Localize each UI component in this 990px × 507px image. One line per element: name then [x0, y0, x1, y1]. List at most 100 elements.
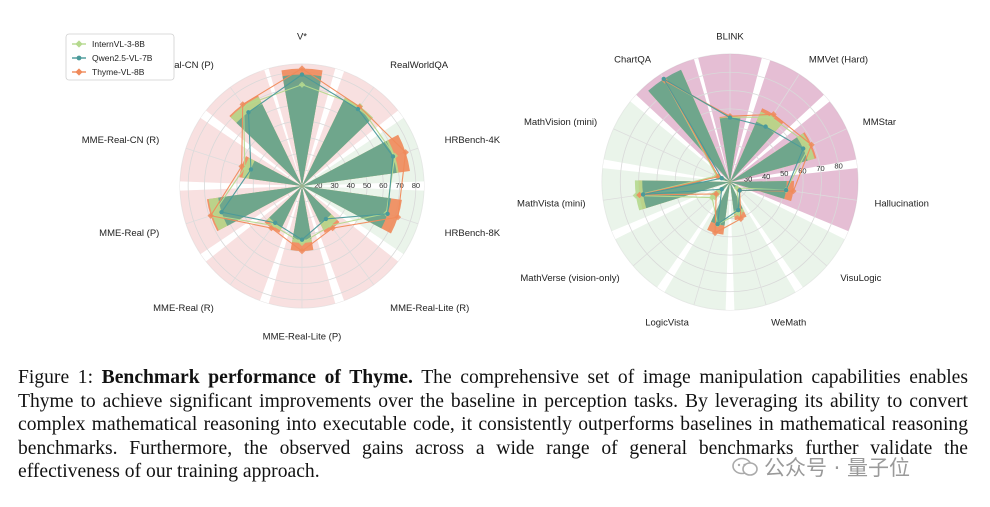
sector-gap: [302, 68, 345, 186]
wechat-logo-icon: [732, 457, 758, 476]
point-thyme-vl-8b: [394, 213, 402, 221]
point-qwen2-5-vl-7b: [323, 216, 329, 222]
radial-tick-label: 80: [412, 181, 420, 190]
sector-gap: [630, 94, 730, 182]
axis-label-mathverse-vision-only: MathVerse (vision-only): [520, 273, 619, 284]
axis-background-sector: [613, 182, 730, 290]
point-thyme-vl-8b: [770, 111, 777, 118]
radar-spoke: [613, 128, 731, 183]
radial-tick-label: 40: [762, 172, 770, 181]
bar-qwen2-5-vl-7b-mmvet-hard: [730, 121, 774, 182]
point-qwen2-5-vl-7b: [273, 220, 278, 226]
watermark: 公众号 · 量子位: [732, 452, 910, 482]
legend-label-qwen2-5-vl-7b: Qwen2.5-VL-7B: [92, 53, 153, 63]
point-qwen2-5-vl-7b: [219, 209, 224, 215]
point-thyme-vl-8b: [711, 229, 719, 237]
caption-body: The comprehensive set of image manipulat…: [18, 367, 968, 482]
axis-label-mme-real-lite-p: MME-Real-Lite (P): [263, 332, 342, 343]
point-thyme-vl-8b: [737, 215, 745, 223]
point-thyme-vl-8b: [712, 190, 720, 198]
point-thyme-vl-8b: [207, 212, 214, 219]
bar-qwen2-5-vl-7b-wemath: [730, 182, 743, 212]
radial-tick-label: 50: [363, 181, 371, 190]
axis-label-hrbench-4k: HRBench-4K: [445, 135, 501, 146]
point-thyme-vl-8b: [298, 65, 306, 72]
legend-marker-qwen2-5-vl-7b: [76, 55, 82, 61]
point-qwen2-5-vl-7b: [246, 110, 251, 115]
axis-label-mmstar: MMStar: [863, 117, 896, 128]
axis-label-mme-real-lite-r: MME-Real-Lite (R): [390, 303, 469, 314]
point-qwen2-5-vl-7b: [715, 221, 720, 227]
point-qwen2-5-vl-7b: [299, 237, 305, 242]
sector-gap: [602, 159, 730, 182]
sector-gap: [302, 110, 404, 186]
sector-gap: [200, 110, 302, 186]
point-qwen2-5-vl-7b: [800, 146, 806, 151]
legend-label-thyme-vl-8b: Thyme-VL-8B: [92, 67, 145, 77]
legend-box: [65, 33, 175, 81]
sector-gap: [611, 182, 730, 240]
point-thyme-vl-8b: [238, 163, 245, 170]
bar-qwen2-5-vl-7b-mme-real-cn-r: [248, 160, 302, 186]
axis-label-mme-real-cn-p: MME-Real-CN (P): [137, 60, 214, 71]
caption-figure-label: Figure 1:: [18, 367, 94, 388]
chart-legend: InternVL-3-8B Qwen2.5-VL-7B Thyme-VL-8B: [65, 33, 175, 81]
axis-label-mathvista-mini: MathVista (mini): [517, 198, 585, 209]
legend-label-internvl-3-8b: InternVL-3-8B: [92, 39, 145, 49]
sector-gap: [302, 186, 345, 304]
axis-label-mme-real-cn-r: MME-Real-CN (R): [82, 135, 160, 146]
sector-gap: [657, 182, 730, 292]
sector-gap: [725, 182, 735, 310]
point-thyme-vl-8b: [808, 141, 815, 148]
point-thyme-vl-8b: [790, 187, 797, 195]
point-qwen2-5-vl-7b: [727, 115, 733, 120]
bar-qwen2-5-vl-7b-v: [282, 74, 322, 186]
bar-qwen2-5-vl-7b-hrbench-4k: [302, 140, 397, 186]
axis-label-mme-real-r: MME-Real (R): [153, 303, 214, 314]
bar-qwen2-5-vl-7b-mme-real-cn-p: [236, 104, 302, 186]
point-qwen2-5-vl-7b: [719, 176, 724, 181]
axis-label-hallucination: Hallucination: [875, 198, 929, 209]
point-qwen2-5-vl-7b: [355, 106, 361, 112]
bar-qwen2-5-vl-7b-mme-real-lite-r: [302, 186, 332, 223]
radial-tick-label: 70: [816, 164, 824, 173]
series-line-qwen2-5-vl-7b: [643, 77, 804, 226]
watermark-text: 公众号 · 量子位: [764, 456, 911, 480]
point-internvl-3-8b: [298, 81, 306, 88]
radial-tick-label: 50: [780, 169, 788, 178]
legend-marker-thyme-vl-8b: [75, 68, 83, 76]
radar-spoke: [729, 181, 827, 267]
radial-tick-label: 80: [834, 161, 842, 170]
sector-gap: [730, 182, 849, 240]
point-qwen2-5-vl-7b: [661, 76, 666, 82]
radial-tick-label: 30: [744, 174, 752, 183]
radial-tick-label: 20: [314, 181, 322, 190]
axis-background-sector: [603, 98, 730, 182]
point-thyme-vl-8b: [402, 149, 409, 156]
point-internvl-3-8b: [298, 239, 306, 247]
radial-tick-label: 30: [330, 181, 338, 190]
point-qwen2-5-vl-7b: [737, 188, 742, 193]
point-internvl-3-8b: [708, 194, 716, 201]
bar-qwen2-5-vl-7b-blink: [719, 117, 741, 182]
point-thyme-vl-8b: [636, 191, 643, 199]
axis-label-v: V*: [297, 32, 307, 43]
point-thyme-vl-8b: [268, 224, 275, 232]
sector-gap: [259, 186, 302, 304]
point-internvl-3-8b: [736, 210, 743, 217]
point-thyme-vl-8b: [329, 224, 336, 232]
axis-label-visulogic: VisuLogic: [840, 273, 881, 284]
radial-tick-label: 70: [395, 181, 403, 190]
legend-marker-internvl-3-8b: [75, 40, 83, 48]
axis-background-sector: [180, 114, 302, 186]
point-thyme-vl-8b: [239, 101, 246, 108]
point-qwen2-5-vl-7b: [299, 72, 305, 77]
axis-label-mme-real-p: MME-Real (P): [99, 228, 159, 239]
point-thyme-vl-8b: [298, 247, 306, 255]
point-qwen2-5-vl-7b: [248, 167, 254, 172]
axis-label-blink: BLINK: [716, 32, 744, 43]
point-qwen2-5-vl-7b: [783, 187, 789, 193]
